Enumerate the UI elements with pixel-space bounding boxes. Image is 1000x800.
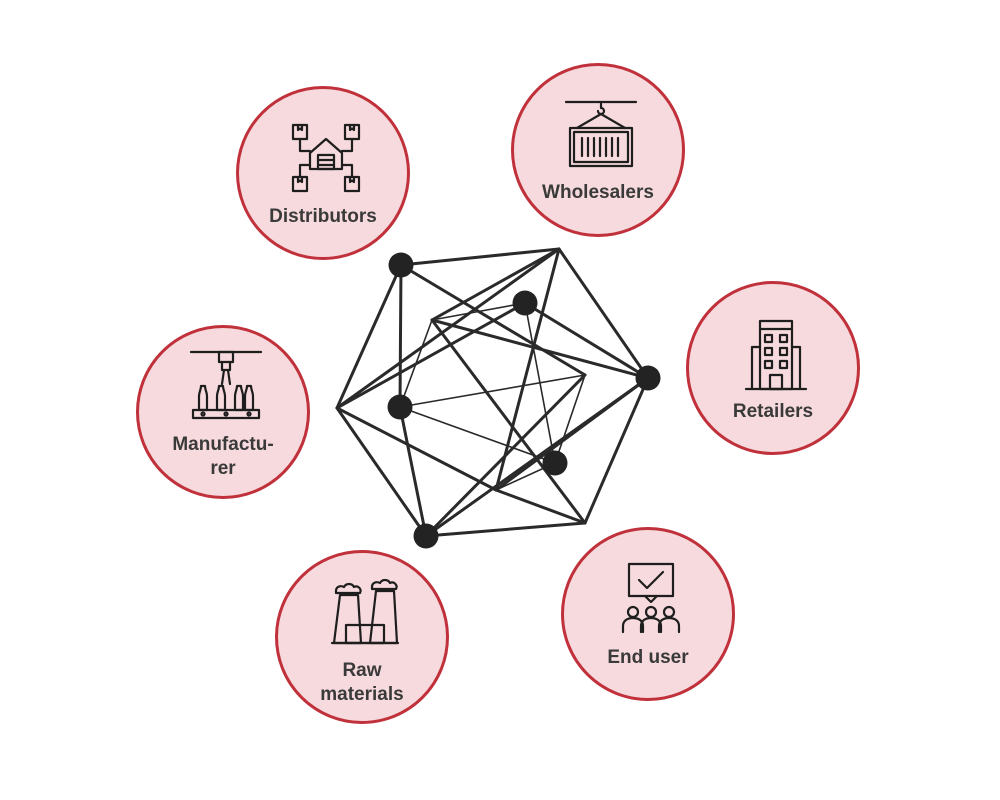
- network-edge: [399, 406, 556, 464]
- warehouse-network-icon: [291, 123, 361, 193]
- network-node-dot: [388, 252, 414, 278]
- node-label-distributors: Distributors: [269, 206, 377, 227]
- network-edge: [554, 374, 586, 464]
- node-end-user: End user: [561, 527, 735, 701]
- network-edge: [424, 521, 587, 538]
- node-label-manufacturer: Manufactu- rer: [172, 434, 274, 479]
- network-edge: [557, 247, 650, 380]
- building-icon: [744, 319, 808, 391]
- network-edge: [431, 302, 526, 321]
- shipping-container-crane-icon: [564, 100, 638, 168]
- network-edge: [399, 319, 433, 408]
- network-node-dot: [635, 365, 661, 391]
- network-edge: [398, 405, 428, 538]
- network-edge: [335, 406, 498, 492]
- network-edge: [430, 318, 650, 380]
- network-edge: [335, 301, 527, 410]
- network-edge: [430, 318, 587, 525]
- network-node-dot: [387, 394, 413, 420]
- node-label-end-user: End user: [607, 647, 689, 668]
- network-vertices: [387, 252, 661, 549]
- node-wholesalers: Wholesalers: [511, 63, 685, 237]
- network-edge: [399, 247, 561, 267]
- node-label-wholesalers: Wholesalers: [542, 182, 654, 203]
- network-node-dot: [542, 450, 568, 476]
- network-edge: [399, 374, 586, 408]
- node-manufacturer: Manufactu- rer: [136, 325, 310, 499]
- node-distributors: Distributors: [236, 86, 410, 260]
- network-node-dot: [512, 290, 538, 316]
- audience-checkmark-icon: [621, 562, 681, 634]
- node-label-retailers: Retailers: [732, 401, 814, 422]
- network-edge: [523, 301, 650, 380]
- node-raw-materials: Raw materials: [275, 550, 449, 724]
- network-edge: [335, 247, 561, 410]
- network-node-dot: [413, 523, 439, 549]
- node-label-raw-materials: Raw materials: [320, 660, 404, 705]
- network-edge: [494, 488, 587, 525]
- network-edge: [494, 247, 561, 492]
- network-edge: [398, 263, 403, 409]
- network-edges: [335, 247, 650, 538]
- network-edge: [335, 406, 428, 538]
- network-edge: [430, 247, 561, 322]
- node-retailers: Retailers: [686, 281, 860, 455]
- factory-icon: [330, 578, 400, 645]
- network-edge: [335, 263, 403, 410]
- network-edge: [524, 302, 556, 464]
- network-edge: [583, 376, 650, 525]
- bottling-machine-icon: [189, 350, 263, 420]
